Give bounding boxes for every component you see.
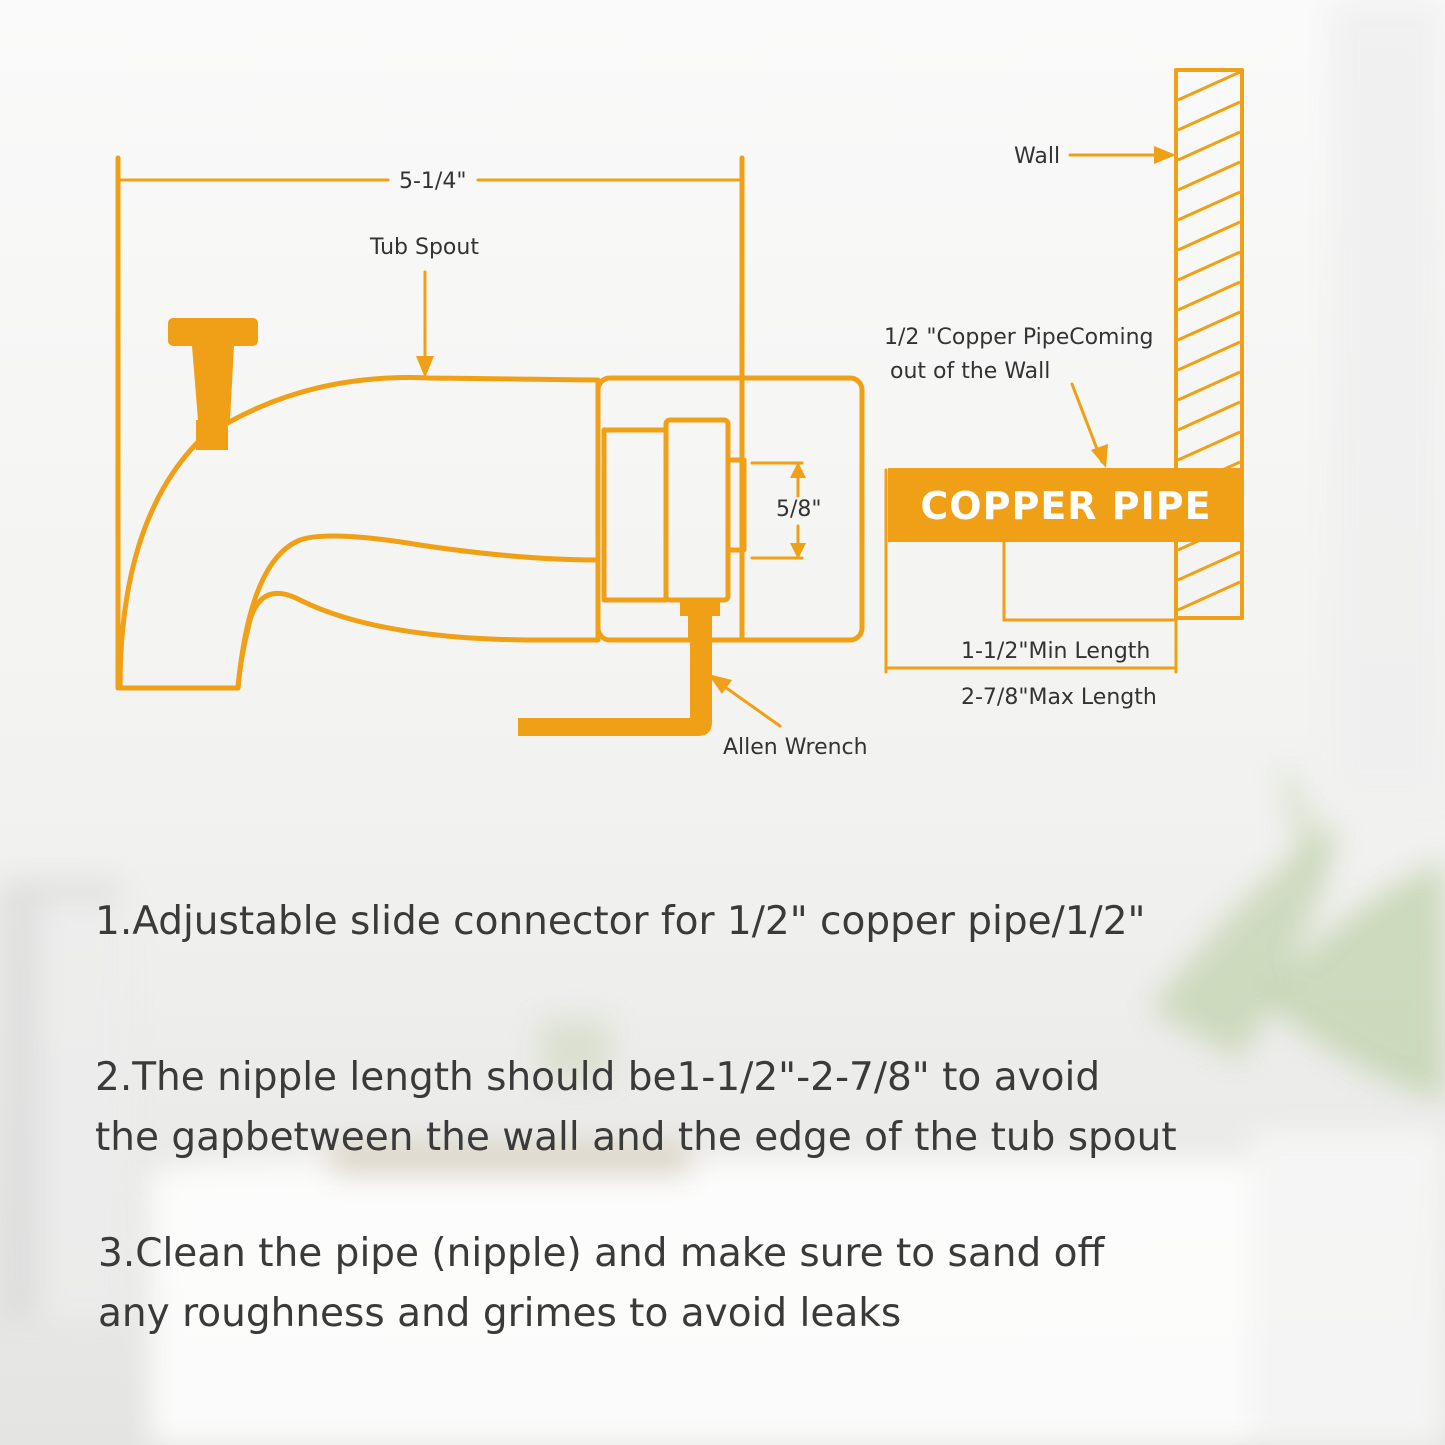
note-line: 2.The nipple length should be1-1/2"-2-7/… [95, 1055, 1101, 1100]
width-dimension-label: 5-1/4" [399, 169, 467, 194]
allen-wrench [518, 640, 712, 736]
note-line: 3.Clean the pipe (nipple) and make sure … [98, 1231, 1105, 1276]
min-length-label: 1-1/2"Min Length [961, 639, 1151, 664]
spout-outline [117, 375, 601, 691]
max-length-label: 2-7/8"Max Length [961, 685, 1157, 710]
copper-pipe-bar [888, 468, 1244, 542]
instruction-note-3: 3.Clean the pipe (nipple) and make sure … [98, 1224, 1348, 1344]
copper-pipe-label-line2: out of the Wall [890, 359, 1051, 384]
note-line: the gapbetween the wall and the edge of … [95, 1115, 1177, 1160]
note-line: 1.Adjustable slide connector for 1/2" co… [95, 899, 1146, 944]
instruction-note-2: 2.The nipple length should be1-1/2"-2-7/… [95, 1048, 1345, 1168]
diverter-knob [168, 318, 258, 346]
tub-spout-label: Tub Spout [370, 235, 479, 260]
height-dimension-label: 5/8" [776, 497, 822, 522]
note-line: any roughness and grimes to avoid leaks [98, 1291, 902, 1336]
instruction-note-1: 1.Adjustable slide connector for 1/2" co… [95, 892, 1345, 952]
wall-label: Wall [1014, 144, 1061, 169]
allen-wrench-label: Allen Wrench [723, 735, 868, 760]
copper-pipe-label-line1: 1/2 "Copper PipeComing [884, 325, 1154, 350]
wall [1174, 68, 1244, 620]
spout-inner-curve [235, 533, 601, 691]
copper-pipe-text: COPPER PIPE [920, 484, 1212, 528]
tub-spout-diagram [115, 68, 1244, 736]
set-screw-block [601, 427, 669, 603]
connector-housing [595, 375, 865, 643]
